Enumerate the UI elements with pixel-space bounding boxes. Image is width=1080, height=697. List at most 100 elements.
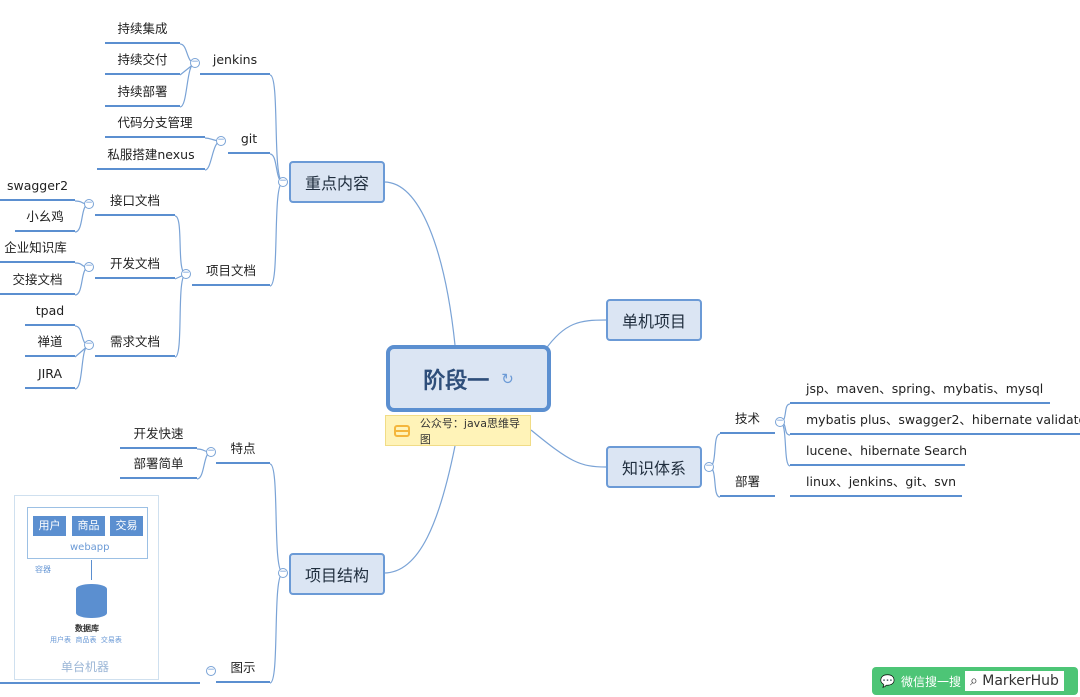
collapse-icon[interactable]: −: [181, 268, 191, 279]
node-leaf[interactable]: lucene、hibernate Search: [790, 444, 967, 466]
node-leaf[interactable]: 代码分支管理: [105, 116, 205, 138]
node-text: 部署: [734, 474, 760, 489]
node-leaf[interactable]: 禅道: [25, 335, 75, 357]
node-text: 交接文档: [12, 272, 63, 287]
node-text: 小幺鸡: [26, 209, 64, 224]
node-leaf[interactable]: jsp、maven、spring、mybatis、mysql: [790, 382, 1050, 404]
node-standalone[interactable]: 单机项目: [606, 299, 702, 341]
node-text: 接口文档: [109, 193, 160, 208]
root-note: 公众号：java思维导图: [385, 415, 531, 446]
collapse-icon[interactable]: −: [206, 665, 216, 676]
node-leaf[interactable]: 私服搭建nexus: [97, 148, 205, 170]
node-text: 图示: [230, 660, 256, 675]
node-jenkins[interactable]: jenkins: [200, 53, 270, 75]
node-text: 开发文档: [109, 256, 160, 271]
collapse-icon[interactable]: −: [190, 57, 200, 68]
machine-label: 单台机器: [61, 660, 110, 674]
node-text: 知识体系: [621, 459, 686, 478]
database-icon: [76, 584, 107, 618]
node-leaf[interactable]: 交接文档: [0, 273, 75, 295]
diagram-underline: [0, 682, 200, 684]
node-features[interactable]: 特点: [216, 442, 270, 464]
node-text: 需求文档: [109, 334, 160, 349]
node-dev-docs[interactable]: 开发文档: [95, 257, 175, 279]
node-leaf[interactable]: mybatis plus、swagger2、hibernate validato…: [790, 413, 1080, 435]
node-structure[interactable]: 项目结构: [289, 553, 385, 595]
tables-label: 用户表 商品表 交易表: [50, 636, 122, 644]
node-text: 公众号：java思维导图: [419, 416, 520, 446]
webapp-label: webapp: [70, 542, 110, 553]
node-text: jsp、maven、spring、mybatis、mysql: [806, 381, 1044, 396]
node-text: 持续集成: [117, 21, 168, 36]
node-leaf[interactable]: 小幺鸡: [15, 210, 75, 232]
node-text: swagger2: [6, 178, 69, 193]
node-text: 部署简单: [133, 456, 184, 471]
module-product: 商品: [72, 516, 105, 536]
collapse-icon[interactable]: −: [278, 176, 288, 187]
node-text: 项目结构: [304, 566, 369, 585]
node-text: 单机项目: [621, 312, 686, 331]
node-text: 私服搭建nexus: [107, 147, 195, 162]
root-node[interactable]: 阶段一 ↻: [386, 345, 551, 412]
node-text: git: [240, 131, 258, 146]
module-trade: 交易: [110, 516, 143, 536]
node-api-docs[interactable]: 接口文档: [95, 194, 175, 216]
node-text: JIRA: [37, 366, 63, 381]
note-icon: [394, 424, 410, 437]
search-icon: ⌕: [969, 673, 978, 689]
node-leaf[interactable]: JIRA: [25, 367, 75, 389]
node-diagram[interactable]: 图示: [216, 661, 270, 683]
node-deploy[interactable]: 部署: [720, 475, 775, 497]
node-knowledge[interactable]: 知识体系: [606, 446, 702, 488]
node-text: linux、jenkins、git、svn: [806, 474, 957, 489]
node-docs[interactable]: 项目文档: [192, 264, 270, 286]
module-user: 用户: [33, 516, 66, 536]
arrow: [91, 560, 92, 580]
node-text: 项目文档: [205, 263, 256, 278]
node-tech[interactable]: 技术: [720, 412, 775, 434]
node-text: tpad: [35, 303, 65, 318]
node-text: lucene、hibernate Search: [806, 443, 968, 458]
collapse-icon[interactable]: −: [704, 461, 714, 472]
wechat-icon: 💬: [880, 674, 895, 688]
node-text: jenkins: [212, 52, 258, 67]
collapse-icon[interactable]: −: [775, 416, 785, 427]
node-text: 禅道: [37, 334, 63, 349]
collapse-icon[interactable]: −: [216, 135, 226, 146]
node-leaf[interactable]: 持续交付: [105, 53, 180, 75]
node-text: mybatis plus、swagger2、hibernate validato…: [806, 412, 1080, 427]
architecture-image: 用户 商品 交易 webapp 容器 数据库 用户表 商品表 交易表 单台机器: [14, 495, 159, 680]
node-leaf[interactable]: tpad: [25, 304, 75, 326]
node-leaf[interactable]: 开发快速: [120, 427, 197, 449]
node-text: 代码分支管理: [117, 115, 193, 130]
node-leaf[interactable]: swagger2: [0, 179, 75, 201]
node-leaf[interactable]: 持续部署: [105, 85, 180, 107]
node-text: MarkerHub: [982, 673, 1059, 689]
node-text: 持续交付: [117, 52, 168, 67]
node-text: 开发快速: [133, 426, 184, 441]
node-text: 持续部署: [117, 84, 168, 99]
node-text: 企业知识库: [4, 240, 67, 255]
node-leaf[interactable]: 企业知识库: [0, 241, 75, 263]
node-leaf[interactable]: 部署简单: [120, 457, 197, 479]
refresh-icon: ↻: [501, 369, 514, 388]
search-box: ⌕ MarkerHub: [964, 671, 1064, 691]
node-label: 重点内容: [304, 174, 369, 193]
node-text: 微信搜一搜: [900, 674, 961, 689]
wechat-watermark: 💬微信搜一搜⌕ MarkerHub: [872, 667, 1078, 695]
node-text: 技术: [734, 411, 760, 426]
node-focus[interactable]: 重点内容: [289, 161, 385, 203]
collapse-icon[interactable]: −: [278, 567, 288, 578]
collapse-icon[interactable]: −: [84, 339, 94, 350]
database-label: 数据库: [75, 624, 99, 633]
node-git[interactable]: git: [228, 132, 270, 154]
container-label: 容器: [35, 565, 51, 574]
node-req-docs[interactable]: 需求文档: [95, 335, 175, 357]
collapse-icon[interactable]: −: [84, 261, 94, 272]
collapse-icon[interactable]: −: [206, 446, 216, 457]
node-text: 阶段一: [423, 368, 490, 394]
node-leaf[interactable]: 持续集成: [105, 22, 180, 44]
node-leaf[interactable]: linux、jenkins、git、svn: [790, 475, 962, 497]
collapse-icon[interactable]: −: [84, 198, 94, 209]
node-text: 特点: [230, 441, 256, 456]
